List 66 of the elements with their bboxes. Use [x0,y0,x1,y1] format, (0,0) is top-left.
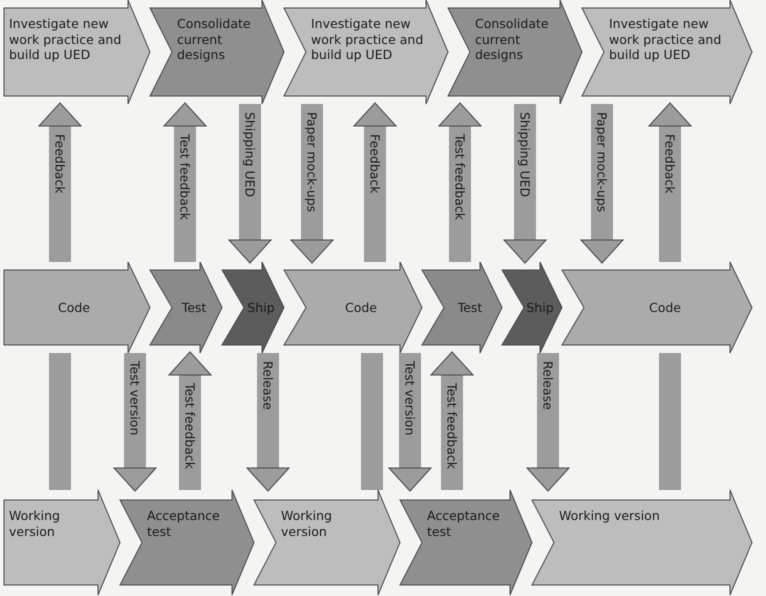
block-arrow [648,102,692,262]
process-step [400,490,532,595]
process-step [502,262,562,353]
block-arrow [168,351,212,490]
block-arrow [38,102,82,262]
block-arrow [430,351,474,490]
edge-label: Test feedback [183,383,196,470]
process-step [582,0,752,104]
stage-label: Ship [246,300,276,316]
edge-label: Shipping UED [518,112,530,198]
block-arrow [246,353,290,492]
stage-label: Code [344,300,378,316]
process-step [4,0,150,104]
connector-bar [49,353,71,490]
stage-label: Working version [9,508,61,540]
block-arrow [580,104,624,264]
block-arrow [290,104,334,264]
edge-label: Test version [128,361,140,436]
process-step [4,262,150,353]
process-step [284,262,422,353]
edge-label: Test feedback [445,383,458,470]
process-step [150,0,284,104]
stage-label: Working version [559,508,661,524]
edge-label: Feedback [368,134,380,194]
process-step [532,490,752,595]
process-step [150,262,222,353]
stage-label: Test [456,300,484,316]
edge-label: Release [541,361,554,410]
block-arrow [503,104,547,264]
stage-label: Code [648,300,682,316]
process-step [120,490,254,595]
stage-label: Investigate new work practice and build up UED [311,16,424,63]
stage-label: Consolidate current designs [177,16,252,63]
stage-label: Test [180,300,208,316]
stage-label: Code [56,300,91,316]
block-arrow [438,102,482,262]
process-step [4,490,120,595]
process-step [284,0,448,104]
block-arrow [113,353,157,492]
edge-label: Feedback [663,134,676,194]
edge-label: Paper mock-ups [305,112,318,212]
stage-label: Investigate new work practice and build up UED [9,16,122,63]
edge-label: Release [261,361,274,410]
edge-label: Shipping UED [243,112,256,198]
edge-label: Paper mock-ups [595,112,608,212]
stage-label: Acceptance test [147,508,221,540]
process-step [422,262,502,353]
process-step [448,0,582,104]
block-arrow [163,102,207,262]
block-arrow [353,102,397,262]
stage-label: Working version [281,508,333,540]
stage-label: Investigate new work practice and build up UED [609,16,722,63]
stage-label: Acceptance test [427,508,501,540]
edge-label: Test feedback [178,134,190,220]
process-step [222,262,284,353]
edge-label: Test version [403,361,416,436]
connector-bar [361,353,383,490]
stage-label: Consolidate current designs [475,16,550,63]
stage-label: Ship [525,300,555,316]
edge-label: Feedback [53,134,66,194]
connector-bar [659,353,681,490]
process-step [254,490,400,595]
edge-label: Test feedback [453,134,466,220]
block-arrow [228,104,272,264]
process-step [562,262,752,353]
block-arrow [388,353,432,492]
